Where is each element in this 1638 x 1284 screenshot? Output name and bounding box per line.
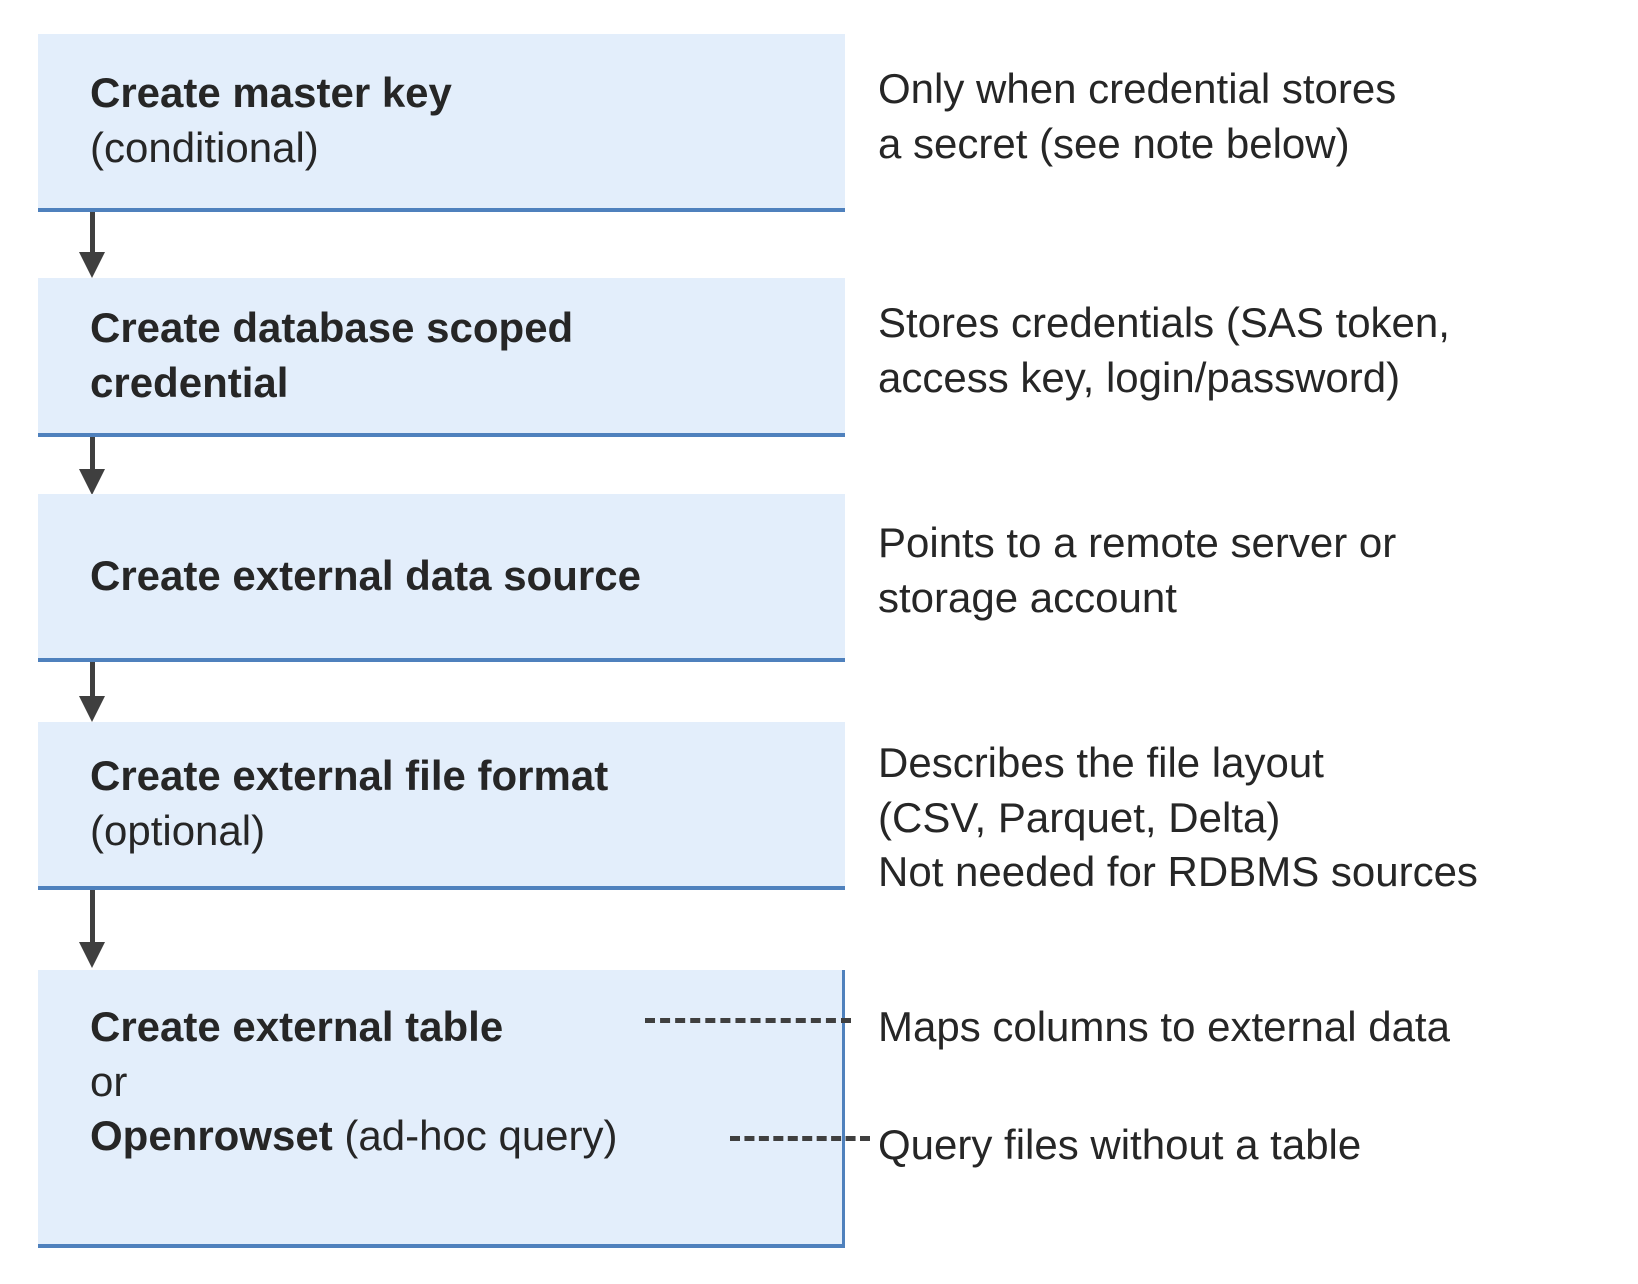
arrow-shaft — [90, 212, 95, 254]
arrow-head — [79, 942, 105, 968]
step-alt-title-row: Openrowset (ad-hoc query) — [90, 1109, 830, 1164]
step-alt-suffix: (ad-hoc query) — [332, 1112, 618, 1160]
note-line: (CSV, Parquet, Delta) — [878, 793, 1281, 841]
note-create-database-scoped-credential: Stores credentials (SAS token, access ke… — [878, 296, 1450, 405]
arrow-down-icon — [79, 662, 105, 722]
step-title-line-2: credential — [90, 358, 289, 406]
note-openrowset: Query files without a table — [878, 1121, 1362, 1168]
flow-step-create-master-key: Create master key (conditional) — [38, 34, 845, 212]
flow-step-create-external-data-source: Create external data source — [38, 494, 845, 662]
step-title-line-1: Create database scoped — [90, 303, 574, 351]
note-create-external-data-source: Points to a remote server or storage acc… — [878, 516, 1396, 625]
arrow-down-icon — [79, 212, 105, 278]
note-line: Points to a remote server or — [878, 519, 1397, 566]
step-subtitle: (optional) — [90, 807, 266, 854]
dashed-connector-openrowset — [730, 1136, 870, 1141]
step-title: Create external file format — [90, 752, 609, 800]
arrow-head — [79, 696, 105, 722]
note-create-external-file-format: Describes the file layout (CSV, Parquet,… — [878, 736, 1478, 900]
note-line: Describes the file layout — [878, 739, 1324, 786]
note-line: Stores credentials (SAS token, — [878, 299, 1450, 346]
note-create-master-key: Only when credential stores a secret (se… — [878, 62, 1396, 171]
arrow-shaft — [90, 437, 95, 471]
note-line: storage account — [878, 573, 1177, 621]
step-connector-or: or — [90, 1057, 128, 1105]
flow-step-create-external-table-or-openrowset: Create external table or Openrowset (ad-… — [38, 970, 845, 1248]
step-subtitle: (conditional) — [90, 124, 319, 171]
arrow-head — [79, 469, 105, 495]
arrow-shaft — [90, 662, 95, 698]
flow-step-create-database-scoped-credential: Create database scoped credential — [38, 278, 845, 437]
arrow-head — [79, 252, 105, 278]
step-title: Create external table — [90, 1003, 504, 1050]
note-line: Only when credential stores — [878, 65, 1397, 112]
step-alt-title: Openrowset — [90, 1112, 333, 1160]
dashed-connector-external-table — [645, 1018, 851, 1023]
flow-step-create-external-file-format: Create external file format (optional) — [38, 722, 845, 890]
note-line: Not needed for RDBMS sources — [878, 848, 1478, 896]
step-title: Create master key — [90, 69, 452, 117]
note-create-external-table: Maps columns to external data — [878, 1003, 1450, 1050]
note-line: access key, login/password) — [878, 353, 1401, 401]
arrow-down-icon — [79, 437, 105, 495]
step-title: Create external data source — [90, 551, 641, 599]
arrow-down-icon — [79, 890, 105, 970]
arrow-shaft — [90, 890, 95, 944]
note-line: a secret (see note below) — [878, 119, 1350, 167]
